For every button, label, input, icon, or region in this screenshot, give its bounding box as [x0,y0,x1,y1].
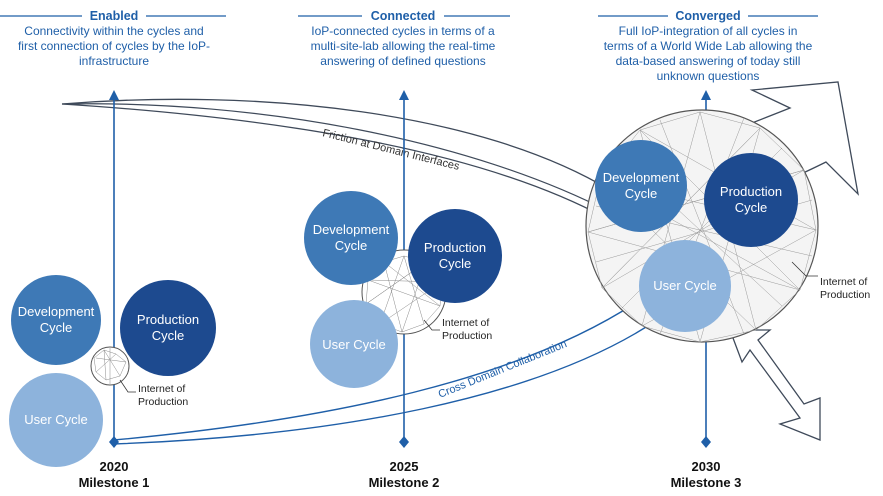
development-cycle-label: Cycle [335,238,368,253]
collaboration-label: Cross Domain Collaboration [437,338,569,401]
development-cycle-label: Cycle [40,320,73,335]
user-cycle-label: User Cycle [322,337,386,352]
axis-arrow-icon [399,90,409,100]
stage-header-enabled: Enabled Connectivity within the cycles a… [0,9,226,68]
user-cycle-label: User Cycle [24,412,88,427]
production-cycle-circle [408,209,502,303]
axis-arrow-icon [109,90,119,100]
collaboration-curve [113,299,641,441]
stage-desc-line: unknown questions [657,69,760,83]
milestone-label: Milestone 1 [79,475,150,490]
collaboration-curve-lower [113,317,661,445]
milestone-year: 2025 [390,459,419,474]
stage-desc-line: multi-site-lab allowing the real-time [311,39,496,53]
iop-label: Production [138,396,188,408]
iop-label: Internet of [820,276,867,288]
development-cycle-label: Development [18,304,95,319]
stage-title: Connected [371,9,436,23]
development-cycle-label: Cycle [625,186,658,201]
milestone-axis-1 [109,90,119,448]
mesh-icon [93,348,127,384]
cycle-cluster-2030: Development Cycle Production Cycle User … [585,109,870,343]
stage-desc-line: first connection of cycles by the IoP- [18,39,210,53]
production-cycle-label: Production [720,184,782,199]
stage-header-connected: Connected IoP-connected cycles in terms … [298,9,510,68]
stage-desc-line: answering of defined questions [320,54,485,68]
development-cycle-label: Development [313,222,390,237]
milestone-year: 2030 [692,459,721,474]
axis-diamond-icon [399,436,409,448]
production-cycle-circle [120,280,216,376]
stage-desc-line: Full IoP-integration of all cycles in [619,24,798,38]
milestone-labels: 2020 Milestone 1 2025 Milestone 2 2030 M… [79,459,742,490]
milestone-year: 2020 [100,459,129,474]
production-cycle-label: Cycle [735,200,768,215]
iop-label: Production [820,289,870,301]
production-cycle-label: Cycle [439,256,472,271]
user-cycle-label: User Cycle [653,278,717,293]
lower-arrow-outline [729,329,821,441]
user-cycle-circle [9,373,103,467]
development-cycle-circle [595,140,687,232]
stage-header-converged: Converged Full IoP-integration of all cy… [598,9,818,83]
user-cycle-circle [639,240,731,332]
axis-diamond-icon [701,436,711,448]
development-cycle-label: Development [603,170,680,185]
friction-band [61,103,611,213]
stage-desc-line: data-based answering of today still [616,54,801,68]
axis-arrow-icon [701,90,711,100]
user-cycle-circle [310,300,398,388]
production-cycle-label: Production [137,312,199,327]
stage-desc-line: IoP-connected cycles in terms of a [311,24,495,38]
iop-label: Internet of [442,317,489,329]
milestone-label: Milestone 3 [671,475,742,490]
production-cycle-label: Production [424,240,486,255]
stage-desc-line: infrastructure [79,54,149,68]
milestone-label: Milestone 2 [369,475,440,490]
stage-desc-line: terms of a World Wide Lab allowing the [604,39,813,53]
cycle-cluster-2020: Development Cycle Production Cycle User … [9,275,216,467]
stage-title: Enabled [90,9,139,23]
development-cycle-circle [304,191,398,285]
iop-label: Internet of [138,383,185,395]
production-cycle-circle [704,153,798,247]
cycle-cluster-2025: Development Cycle Production Cycle User … [304,191,502,388]
production-cycle-label: Cycle [152,328,185,343]
stage-title: Converged [675,9,740,23]
iop-label: Production [442,330,492,342]
stage-desc-line: Connectivity within the cycles and [24,24,203,38]
axis-diamond-icon [109,436,119,448]
development-cycle-circle [11,275,101,365]
